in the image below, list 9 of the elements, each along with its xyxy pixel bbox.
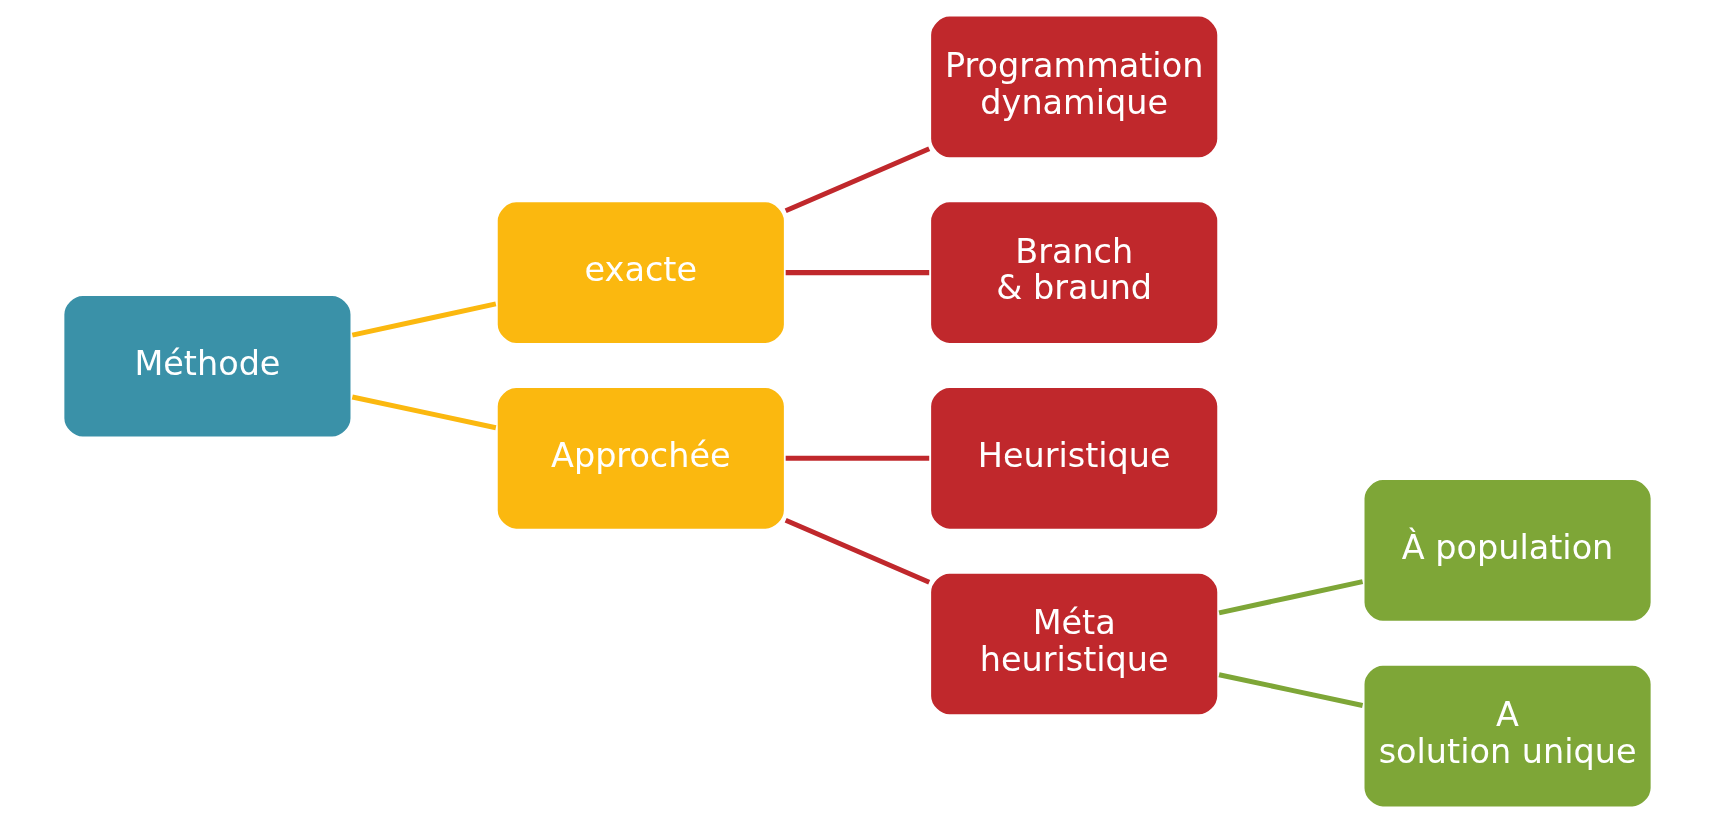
connector [1218, 579, 1364, 616]
connector [785, 270, 930, 276]
connector [784, 146, 931, 214]
connector [785, 455, 930, 461]
connector [351, 301, 497, 338]
connector [784, 517, 931, 585]
connector [351, 394, 497, 431]
connector [1218, 672, 1364, 708]
node-box: A solution unique [1361, 662, 1654, 810]
